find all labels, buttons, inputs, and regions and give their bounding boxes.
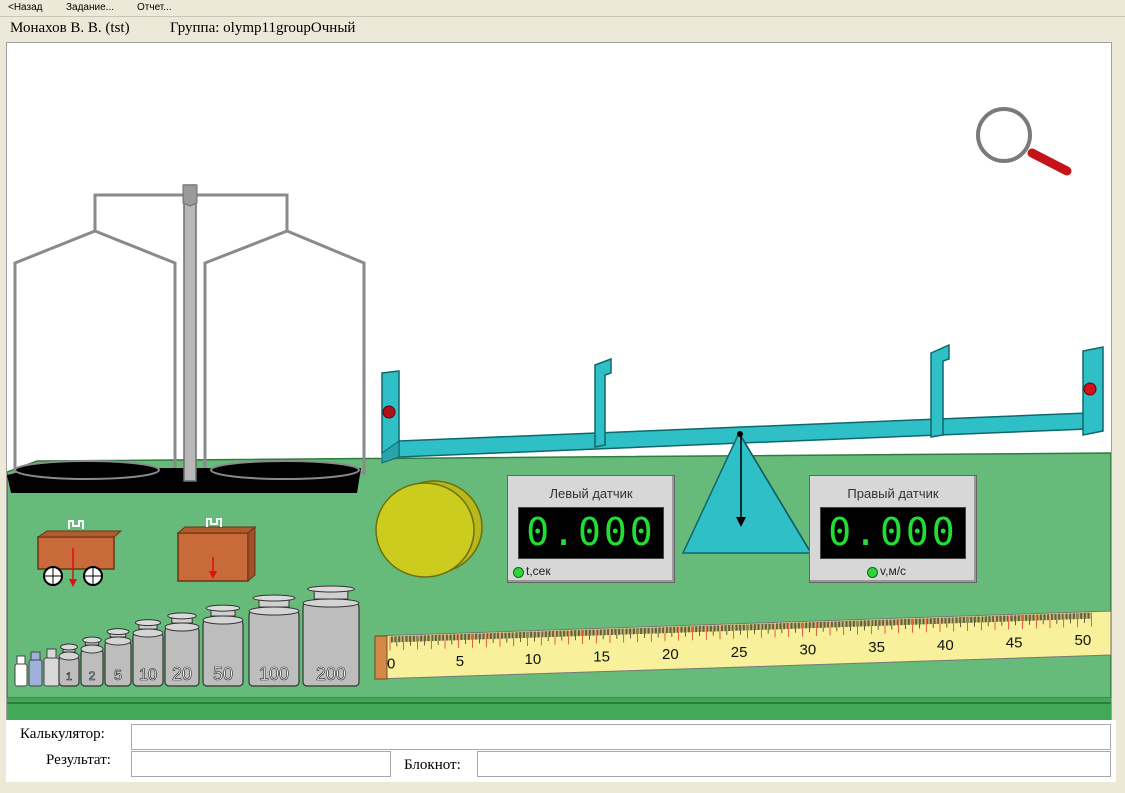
right-sensor-unit: v,м/с [880, 564, 907, 578]
task-menu-item[interactable]: Задание... [66, 2, 115, 13]
coin-stack[interactable] [375, 480, 483, 578]
ruler-label: 20 [662, 646, 679, 663]
left-sensor-display: 0.000 [518, 507, 664, 559]
weight-200[interactable]: 200 [302, 585, 360, 687]
user-info-bar: Монахов В. В. (tst) Группа: olymp11group… [0, 17, 1125, 41]
ruler-ticks [389, 612, 1092, 651]
weight-10[interactable]: 10 [132, 619, 164, 687]
right-sensor-title: Правый датчик [847, 486, 939, 501]
ruler-label: 40 [937, 637, 954, 654]
right-sensor-display: 0.000 [820, 507, 966, 559]
magnifier-icon[interactable] [976, 107, 1072, 176]
ruler-label: 35 [868, 639, 885, 656]
weight-100[interactable]: 100 [248, 594, 300, 687]
left-sensor-unit: t,сек [526, 564, 551, 578]
weight-label: 5 [114, 668, 122, 684]
weight-50[interactable]: 50 [202, 604, 244, 687]
ruler-label: 25 [731, 644, 748, 661]
weight-label: 50 [213, 664, 233, 684]
user-name: Монахов В. В. (tst) [10, 20, 130, 36]
weight-label: 200 [316, 664, 346, 684]
report-menu-item[interactable]: Отчет... [137, 2, 172, 13]
left-sensor-title: Левый датчик [549, 486, 633, 501]
result-label: Результат: [46, 752, 111, 768]
lever-beam[interactable] [381, 343, 1104, 464]
table-edge [7, 698, 1111, 720]
calculator-input[interactable] [131, 724, 1111, 750]
glass-vessels[interactable] [7, 184, 366, 493]
left-sensor-panel: Левый датчик 0.000 t,сек [507, 475, 675, 583]
input-panel: Калькулятор: Результат: Блокнот: [6, 720, 1116, 782]
ruler-label: 30 [800, 641, 817, 658]
group-name: Группа: olymp11groupОчный [170, 20, 356, 36]
small-weights[interactable] [14, 648, 60, 687]
weight-1[interactable]: 1 [58, 643, 80, 687]
status-bar [0, 783, 1125, 793]
ruler-label: 45 [1006, 634, 1023, 651]
ruler-label: 15 [593, 648, 610, 665]
right-sensor-led [867, 567, 878, 578]
weights-set[interactable]: 1 2 5 10 20 50 100 200 [58, 585, 360, 687]
notepad-input[interactable] [477, 751, 1111, 777]
ruler-label: 0 [387, 655, 395, 672]
weight-label: 10 [139, 666, 157, 684]
ruler-label: 50 [1075, 632, 1092, 649]
result-field[interactable] [131, 751, 391, 777]
menu-bar: <Назад Задание... Отчет... [0, 0, 1125, 17]
weight-20[interactable]: 20 [164, 612, 200, 687]
left-sensor-value: 0.000 [526, 510, 656, 554]
weight-5[interactable]: 5 [104, 628, 132, 687]
weight-label: 2 [89, 669, 96, 683]
ruler-label: 5 [456, 653, 464, 670]
weight-label: 100 [259, 664, 289, 684]
right-sensor-value: 0.000 [828, 510, 958, 554]
notepad-label: Блокнот: [404, 757, 461, 773]
ruler-label: 10 [525, 651, 542, 668]
back-menu-item[interactable]: <Назад [8, 2, 43, 13]
weight-label: 20 [172, 664, 192, 684]
left-sensor-led [513, 567, 524, 578]
weight-label: 1 [66, 671, 72, 683]
fulcrum [681, 431, 813, 554]
right-sensor-panel: Правый датчик 0.000 v,м/с [809, 475, 977, 583]
block[interactable] [176, 518, 257, 583]
ruler-labels: 0 5 10 15 20 25 30 35 40 45 50 [387, 632, 1091, 672]
calculator-label: Калькулятор: [20, 726, 105, 742]
cart[interactable] [36, 520, 123, 587]
weight-2[interactable]: 2 [80, 636, 104, 687]
ruler[interactable]: 0 5 10 15 20 25 30 35 40 45 50 [374, 610, 1111, 680]
